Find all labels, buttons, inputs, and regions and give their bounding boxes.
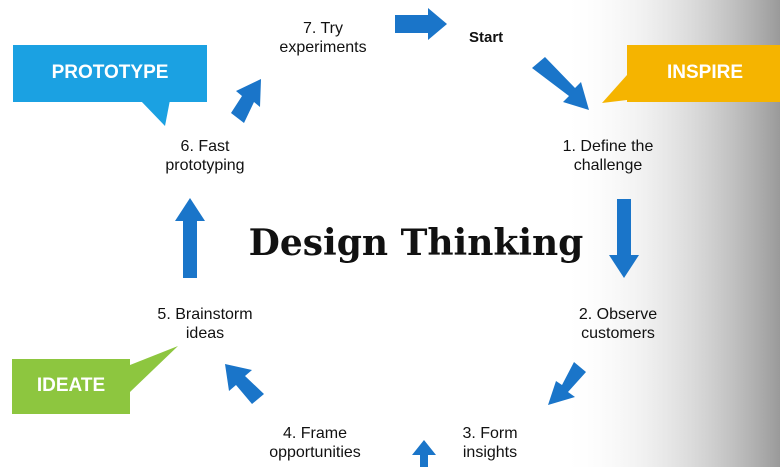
arrow-to-step-1 xyxy=(532,57,589,110)
step-6: 6. Fast prototyping xyxy=(140,137,270,175)
callout-ideate xyxy=(12,346,178,414)
phase-prototype-label: PROTOTYPE xyxy=(51,62,169,83)
step-2: 2. Observe customers xyxy=(553,305,683,343)
arrow-to-step-3 xyxy=(548,362,586,405)
step-4-text: 4. Frame opportunities xyxy=(269,425,361,461)
phase-inspire-label: INSPIRE xyxy=(666,62,744,83)
arrow-to-step-4 xyxy=(412,440,436,467)
step-1-text: 1. Define the challenge xyxy=(562,138,654,174)
step-2-text: 2. Observe customers xyxy=(578,306,658,342)
callout-inspire xyxy=(602,45,780,103)
step-3-text: 3. Form insights xyxy=(462,425,518,461)
callout-prototype xyxy=(13,45,207,126)
phase-ideate-label: IDEATE xyxy=(36,375,106,396)
arrow-to-step-7 xyxy=(231,79,261,123)
step-5-text: 5. Brainstorm ideas xyxy=(157,306,253,342)
step-7-text: 7. Try experiments xyxy=(279,20,367,56)
arrow-to-start xyxy=(395,8,447,40)
arrow-to-step-2 xyxy=(609,199,639,278)
step-6-text: 6. Fast prototyping xyxy=(165,138,245,174)
step-3: 3. Form insights xyxy=(435,424,545,462)
diagram-title: Design Thinking xyxy=(248,222,584,264)
arrow-to-step-6 xyxy=(175,198,205,278)
step-7: 7. Try experiments xyxy=(258,19,388,57)
step-4: 4. Frame opportunities xyxy=(250,424,380,462)
step-1: 1. Define the challenge xyxy=(543,137,673,175)
arrow-to-step-5 xyxy=(225,364,264,404)
start-label: Start xyxy=(469,29,504,46)
step-5: 5. Brainstorm ideas xyxy=(130,305,280,343)
